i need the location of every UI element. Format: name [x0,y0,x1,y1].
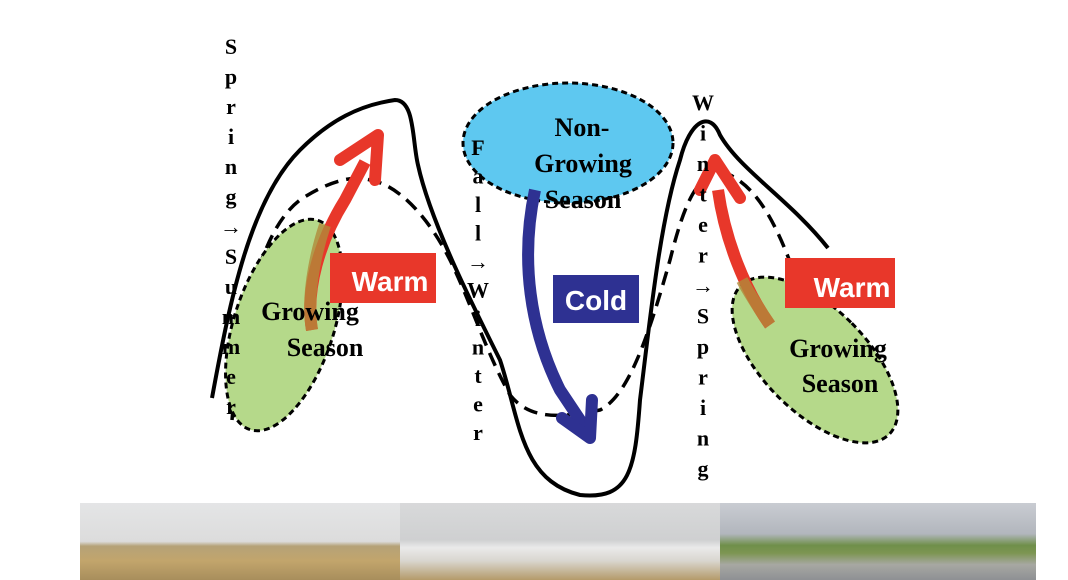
cold-arrow [522,188,593,436]
svg-text:Season: Season [545,185,622,214]
diagram-canvas: Warm Warm Cold Growing Season Growing Se… [210,34,900,498]
arrowhead-icon [556,394,598,444]
arrowhead-icon [694,154,746,204]
cold-box [553,275,639,323]
warm-box-right [785,258,895,308]
svg-text:Warm: Warm [352,266,429,297]
svg-text:Growing: Growing [789,334,887,363]
svg-text:Non-: Non- [555,113,610,142]
svg-text:Season: Season [287,333,364,362]
warm-box-left [330,253,436,303]
non-growing-season-ellipse [461,81,675,205]
photo-winter-snow-field [400,503,720,580]
photo-spring-flooded-field [720,503,1036,580]
svg-text:Cold: Cold [565,285,627,316]
solid-cycle-curve [210,97,830,498]
svg-text:Growing: Growing [534,149,632,178]
photo-late-fall-field [80,503,400,580]
svg-text:Season: Season [802,369,879,398]
arrowhead-icon [334,129,384,186]
svg-text:Growing: Growing [261,297,359,326]
svg-text:Warm: Warm [814,272,891,303]
